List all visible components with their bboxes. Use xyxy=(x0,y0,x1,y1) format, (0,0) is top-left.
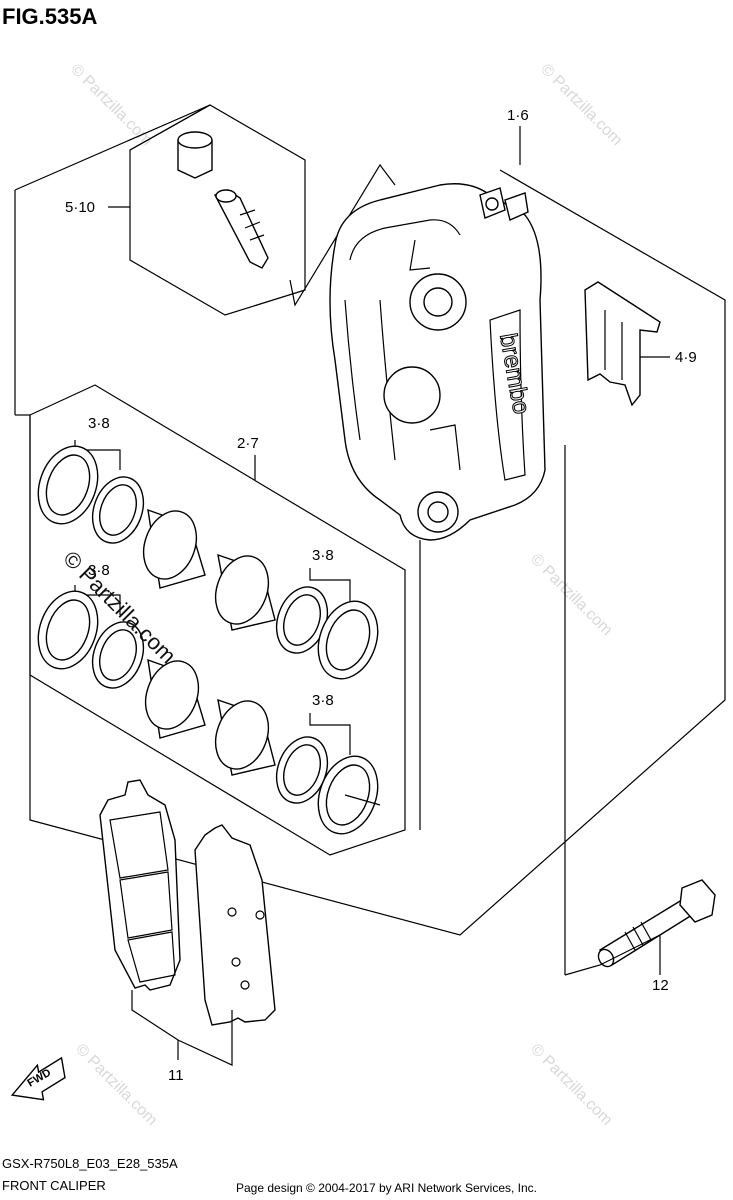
caliper-piston xyxy=(144,658,206,739)
brake-caliper-body: brembo xyxy=(329,183,546,541)
watermark: © Partzilla.com xyxy=(527,1041,615,1129)
piston-group-box xyxy=(29,384,406,856)
forward-direction-arrow: FWD xyxy=(10,1056,66,1101)
brake-pad-left xyxy=(99,779,181,991)
callout-seal-d: 3·8 xyxy=(312,692,334,709)
watermark: © Partzilla.com xyxy=(527,551,615,639)
bleeder-screw xyxy=(214,189,269,269)
caliper-piston xyxy=(214,698,276,776)
callout-pads: 11 xyxy=(168,1067,184,1084)
callout-bleeder: 5·10 xyxy=(65,199,95,216)
callout-bolt: 12 xyxy=(652,977,669,994)
brake-pad-right xyxy=(194,824,276,1026)
pad-spring xyxy=(584,281,661,407)
watermark: © Partzilla.com xyxy=(67,61,155,149)
assembly-outline xyxy=(29,169,726,936)
figure-title: FIG.535A xyxy=(2,4,97,29)
section-name: FRONT CALIPER xyxy=(2,1178,106,1193)
watermark: © Partzilla.com xyxy=(72,1041,160,1129)
callout-seal-c: 3·8 xyxy=(88,562,110,579)
watermark: © Partzilla.com xyxy=(537,61,625,149)
callout-caliper: 1·6 xyxy=(507,107,529,124)
bleeder-cap xyxy=(177,131,213,179)
bleeder-group-box xyxy=(129,104,306,316)
caliper-piston xyxy=(214,553,276,631)
caliper-piston xyxy=(142,508,206,589)
callout-seal-a: 3·8 xyxy=(88,415,110,432)
callout-seal-b: 3·8 xyxy=(312,547,334,564)
model-code: GSX-R750L8_E03_E28_535A xyxy=(2,1156,178,1171)
caliper-bolt xyxy=(597,879,716,968)
callout-piston: 2·7 xyxy=(237,435,259,452)
callout-spring: 4·9 xyxy=(675,349,697,366)
copyright-credit: Page design © 2004-2017 by ARI Network S… xyxy=(236,1181,537,1195)
